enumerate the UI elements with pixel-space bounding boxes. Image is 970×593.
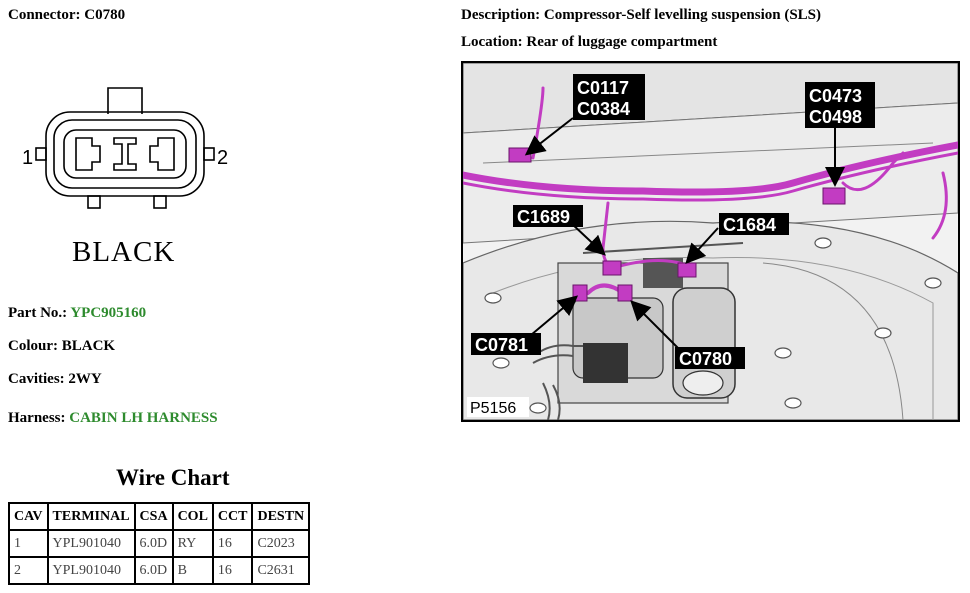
location-illustration: C0117 C0384 C0473 C0498 C1689 C1684 C078… (461, 61, 960, 422)
description-field: Description: Compressor-Self levelling s… (461, 7, 822, 23)
photo-reference: P5156 (470, 400, 516, 417)
cell-cav: 2 (8, 556, 49, 585)
part-number-value: YPC905160 (70, 305, 147, 321)
connector-face-diagram: 1 2 (22, 87, 228, 209)
table-row: 1 YPL901040 6.0D RY 16 C2023 (8, 529, 311, 558)
header-terminal: TERMINAL (46, 502, 136, 531)
cell-cct: 16 (211, 556, 254, 585)
pin-label-2: 2 (217, 147, 228, 169)
part-number-label: Part No.: (8, 305, 71, 321)
connector-color-label: BLACK (72, 236, 176, 268)
cell-csa: 6.0D (133, 556, 174, 585)
header-cav: CAV (8, 502, 49, 531)
cell-terminal: YPL901040 (46, 556, 136, 585)
header-cct: CCT (211, 502, 254, 531)
wire-chart-title: Wire Chart (116, 465, 230, 490)
cell-csa: 6.0D (133, 529, 174, 558)
location-field: Location: Rear of luggage compartment (461, 34, 718, 50)
callout-c0780: C0780 (679, 349, 732, 369)
connector-heading: Connector: C0780 (8, 7, 126, 23)
header-destn: DESTN (251, 502, 311, 531)
callout-c1684: C1684 (723, 215, 776, 235)
pin-label-1: 1 (22, 147, 33, 169)
callout-c0781: C0781 (475, 335, 528, 355)
table-header-row: CAV TERMINAL CSA COL CCT DESTN (8, 502, 311, 531)
part-number: Part No.: YPC905160 (8, 305, 146, 322)
cell-col: B (171, 556, 214, 585)
cell-cct: 16 (211, 529, 254, 558)
harness-field: Harness: CABIN LH HARNESS (8, 410, 218, 427)
callout-c0498: C0498 (809, 107, 862, 127)
colour-field: Colour: BLACK (8, 338, 116, 354)
header-col: COL (171, 502, 214, 531)
cell-cav: 1 (8, 529, 49, 558)
header-csa: CSA (133, 502, 174, 531)
callout-c0117: C0117 (577, 78, 629, 98)
table-row: 2 YPL901040 6.0D B 16 C2631 (8, 556, 311, 585)
cell-destn: C2023 (251, 529, 311, 558)
callout-c1689: C1689 (517, 207, 570, 227)
callout-c0473: C0473 (809, 86, 862, 106)
cell-col: RY (171, 529, 214, 558)
cell-destn: C2631 (251, 556, 311, 585)
harness-value: CABIN LH HARNESS (69, 410, 218, 426)
harness-label: Harness: (8, 410, 70, 426)
callout-c0384: C0384 (577, 99, 630, 119)
wire-chart-table: CAV TERMINAL CSA COL CCT DESTN 1 YPL9010… (8, 502, 311, 585)
cavities-field: Cavities: 2WY (8, 371, 102, 387)
cell-terminal: YPL901040 (46, 529, 136, 558)
